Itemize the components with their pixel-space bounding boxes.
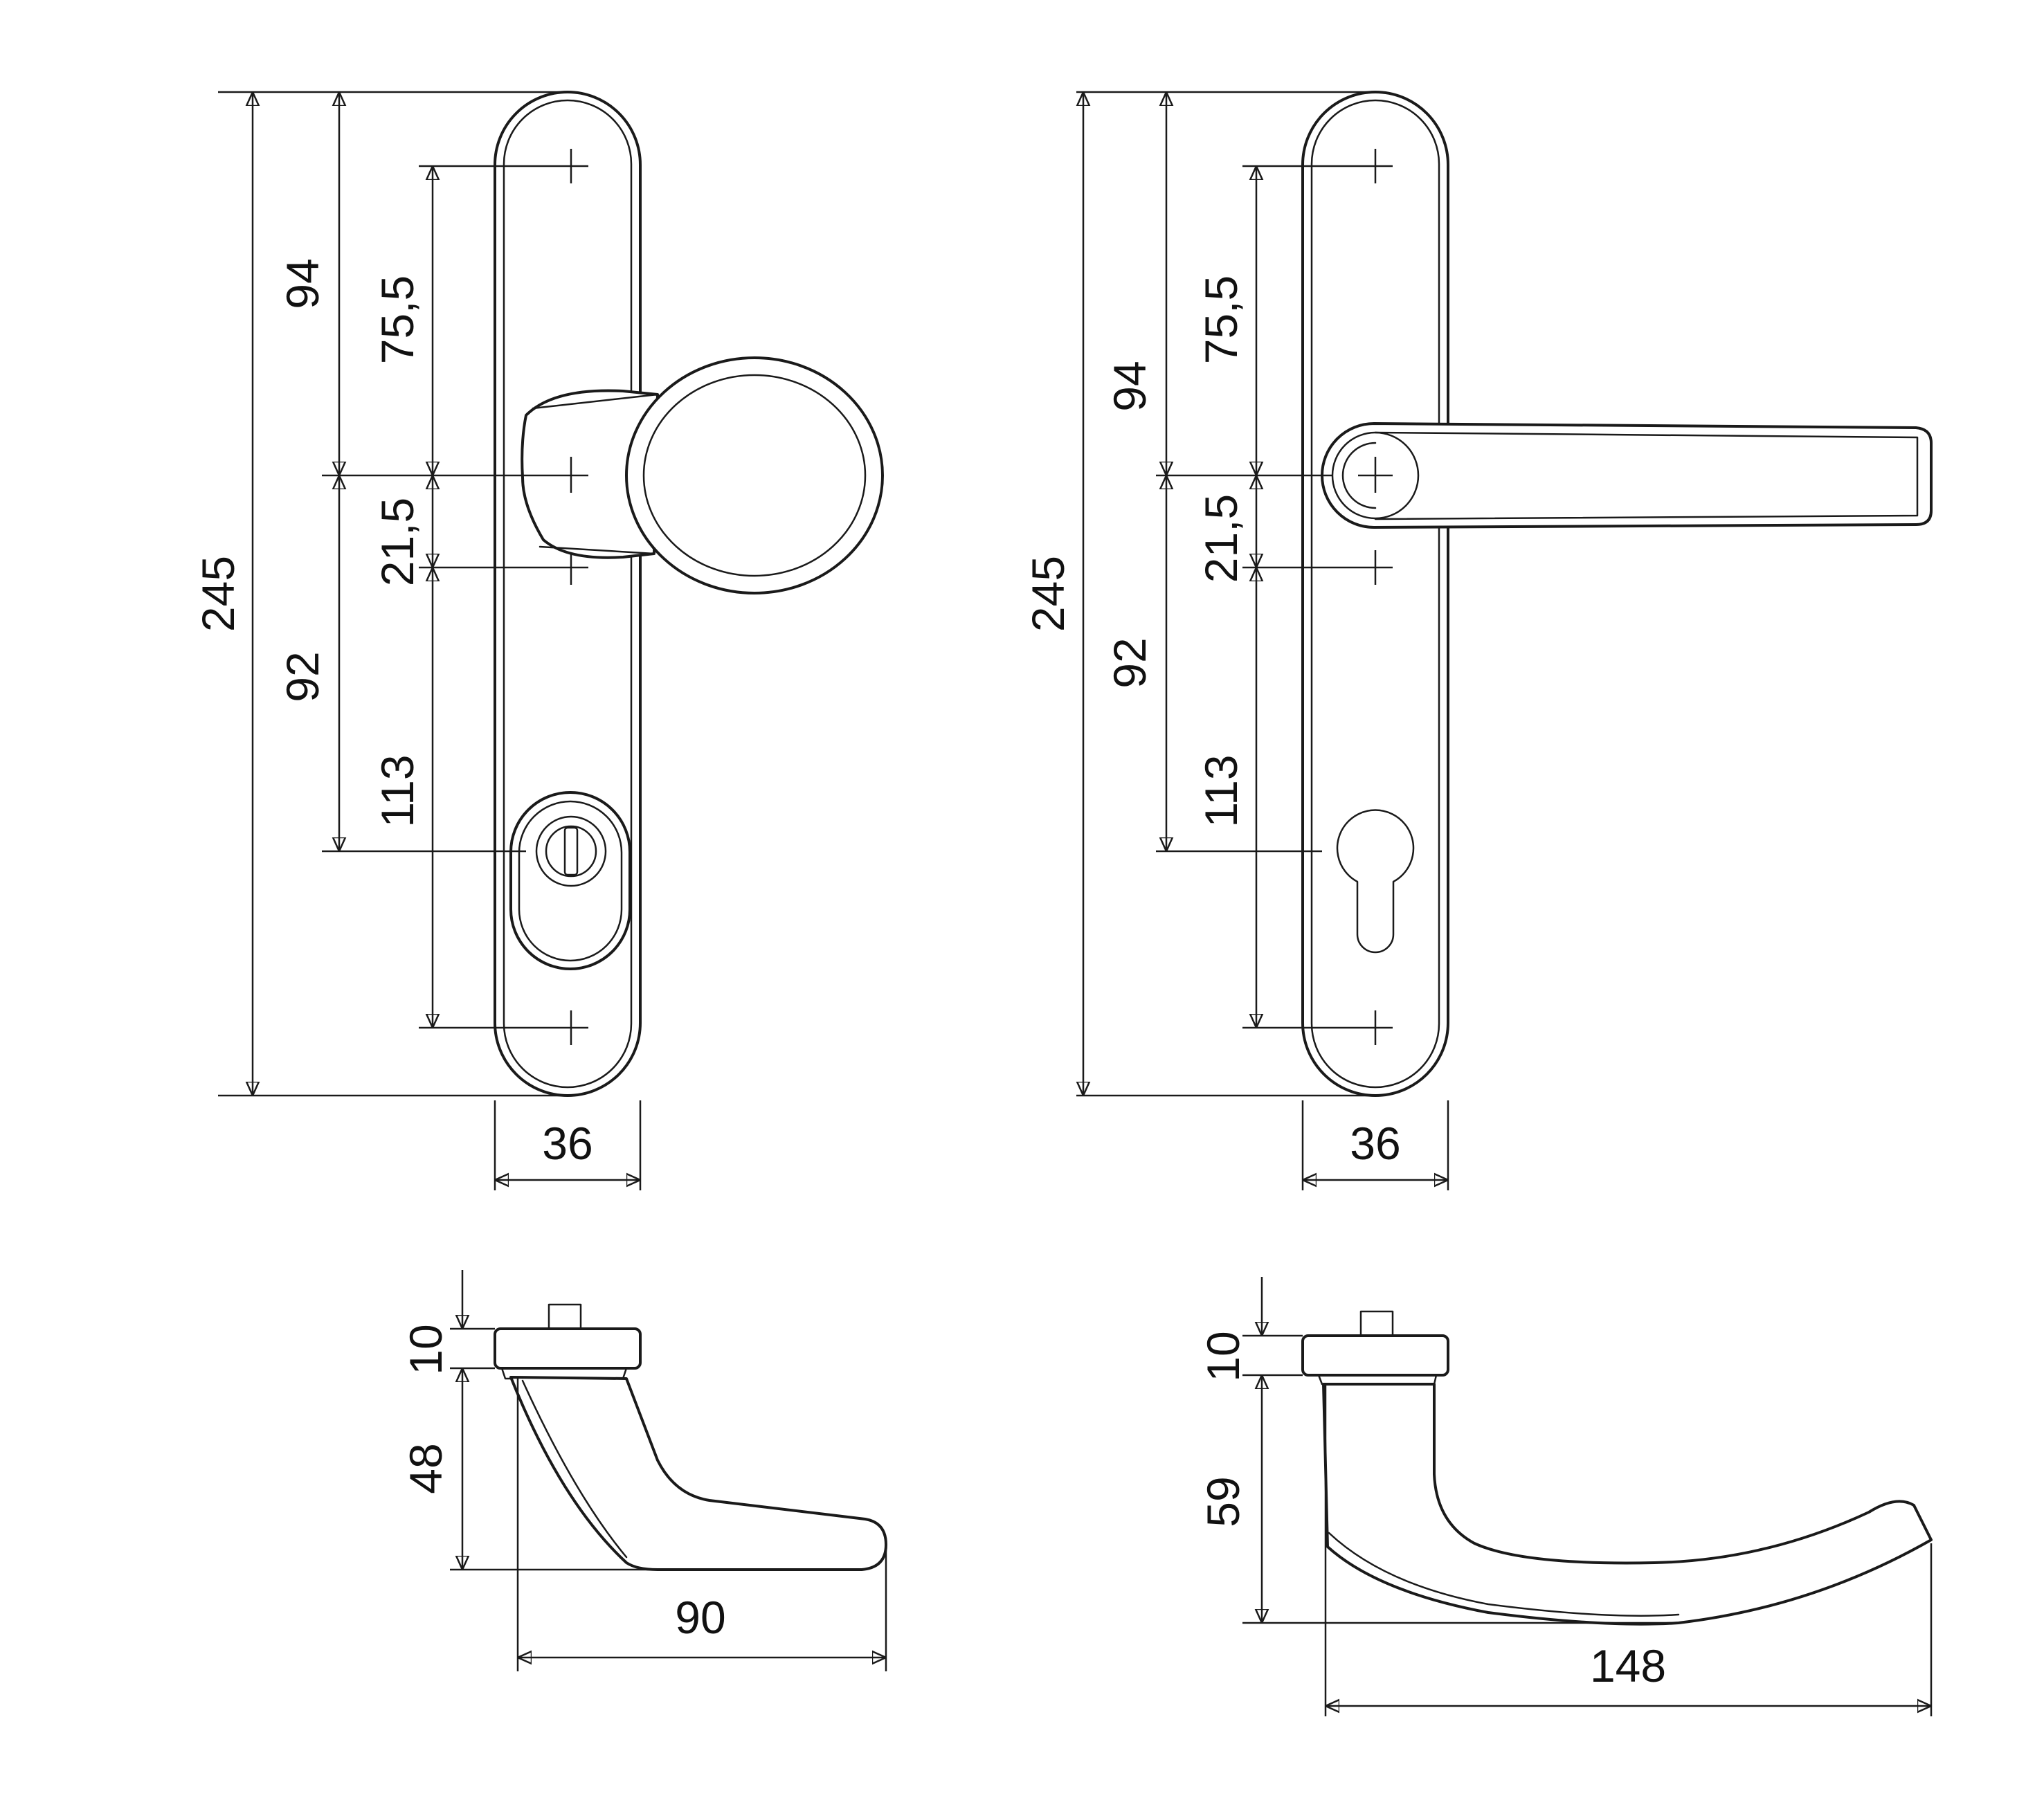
dim-21-5-right: 21,5 [1195,494,1247,583]
dim-94-right: 94 [1104,361,1155,411]
dim-90: 90 [675,1592,725,1643]
screw-mark-top-right [1358,149,1393,183]
left-side-view: 10 48 90 [400,1270,887,1671]
screw-mark-bottom-left [554,1010,588,1045]
screw-mark-mid-left [554,550,588,585]
dim-245-left: 245 [192,556,244,632]
backplate-inner-right [1310,99,1440,1089]
spindle-cap-right [1359,1310,1394,1337]
dim-148: 148 [1590,1640,1666,1691]
dim-113-right: 113 [1195,754,1247,827]
dim-21-5-left: 21,5 [372,498,423,586]
dim-75-5-right: 75,5 [1195,275,1247,364]
left-front-view: 245 94 92 75,5 21,5 113 36 [192,91,884,1190]
screw-mark-mid-right [1358,550,1393,585]
lever-profile [1322,1383,1933,1626]
lever-handle-front [1321,422,1933,529]
knob-profile [509,1376,887,1571]
right-side-view: 10 59 148 [1197,1277,1933,1716]
dim-36-right: 36 [1350,1118,1400,1169]
cylinder-escutcheon-left [509,791,631,970]
dim-92-left: 92 [277,651,328,702]
dim-245-right: 245 [1022,556,1074,632]
dim-75-5-left: 75,5 [372,275,423,364]
rose-right [1301,1334,1449,1377]
dim-113-left: 113 [372,754,423,827]
dim-36-left: 36 [542,1118,593,1169]
screw-mark-bottom-right [1358,1010,1393,1045]
dim-94-left: 94 [277,258,328,309]
dim-92-right: 92 [1104,637,1155,688]
screw-mark-top-left [554,149,588,183]
dim-10-left: 10 [400,1324,451,1374]
profile-cylinder-hole [1336,809,1415,954]
knob-handle-front [521,356,884,594]
rose-left [494,1327,642,1370]
spindle-cap-left [548,1303,582,1330]
backplate-inner-left [503,99,633,1089]
backplate-right [1301,91,1449,1097]
right-front-view: 245 94 92 75,5 21,5 113 36 [1022,91,1933,1190]
dim-48: 48 [400,1443,451,1493]
dim-59: 59 [1197,1476,1249,1527]
dim-10-right: 10 [1197,1331,1249,1381]
